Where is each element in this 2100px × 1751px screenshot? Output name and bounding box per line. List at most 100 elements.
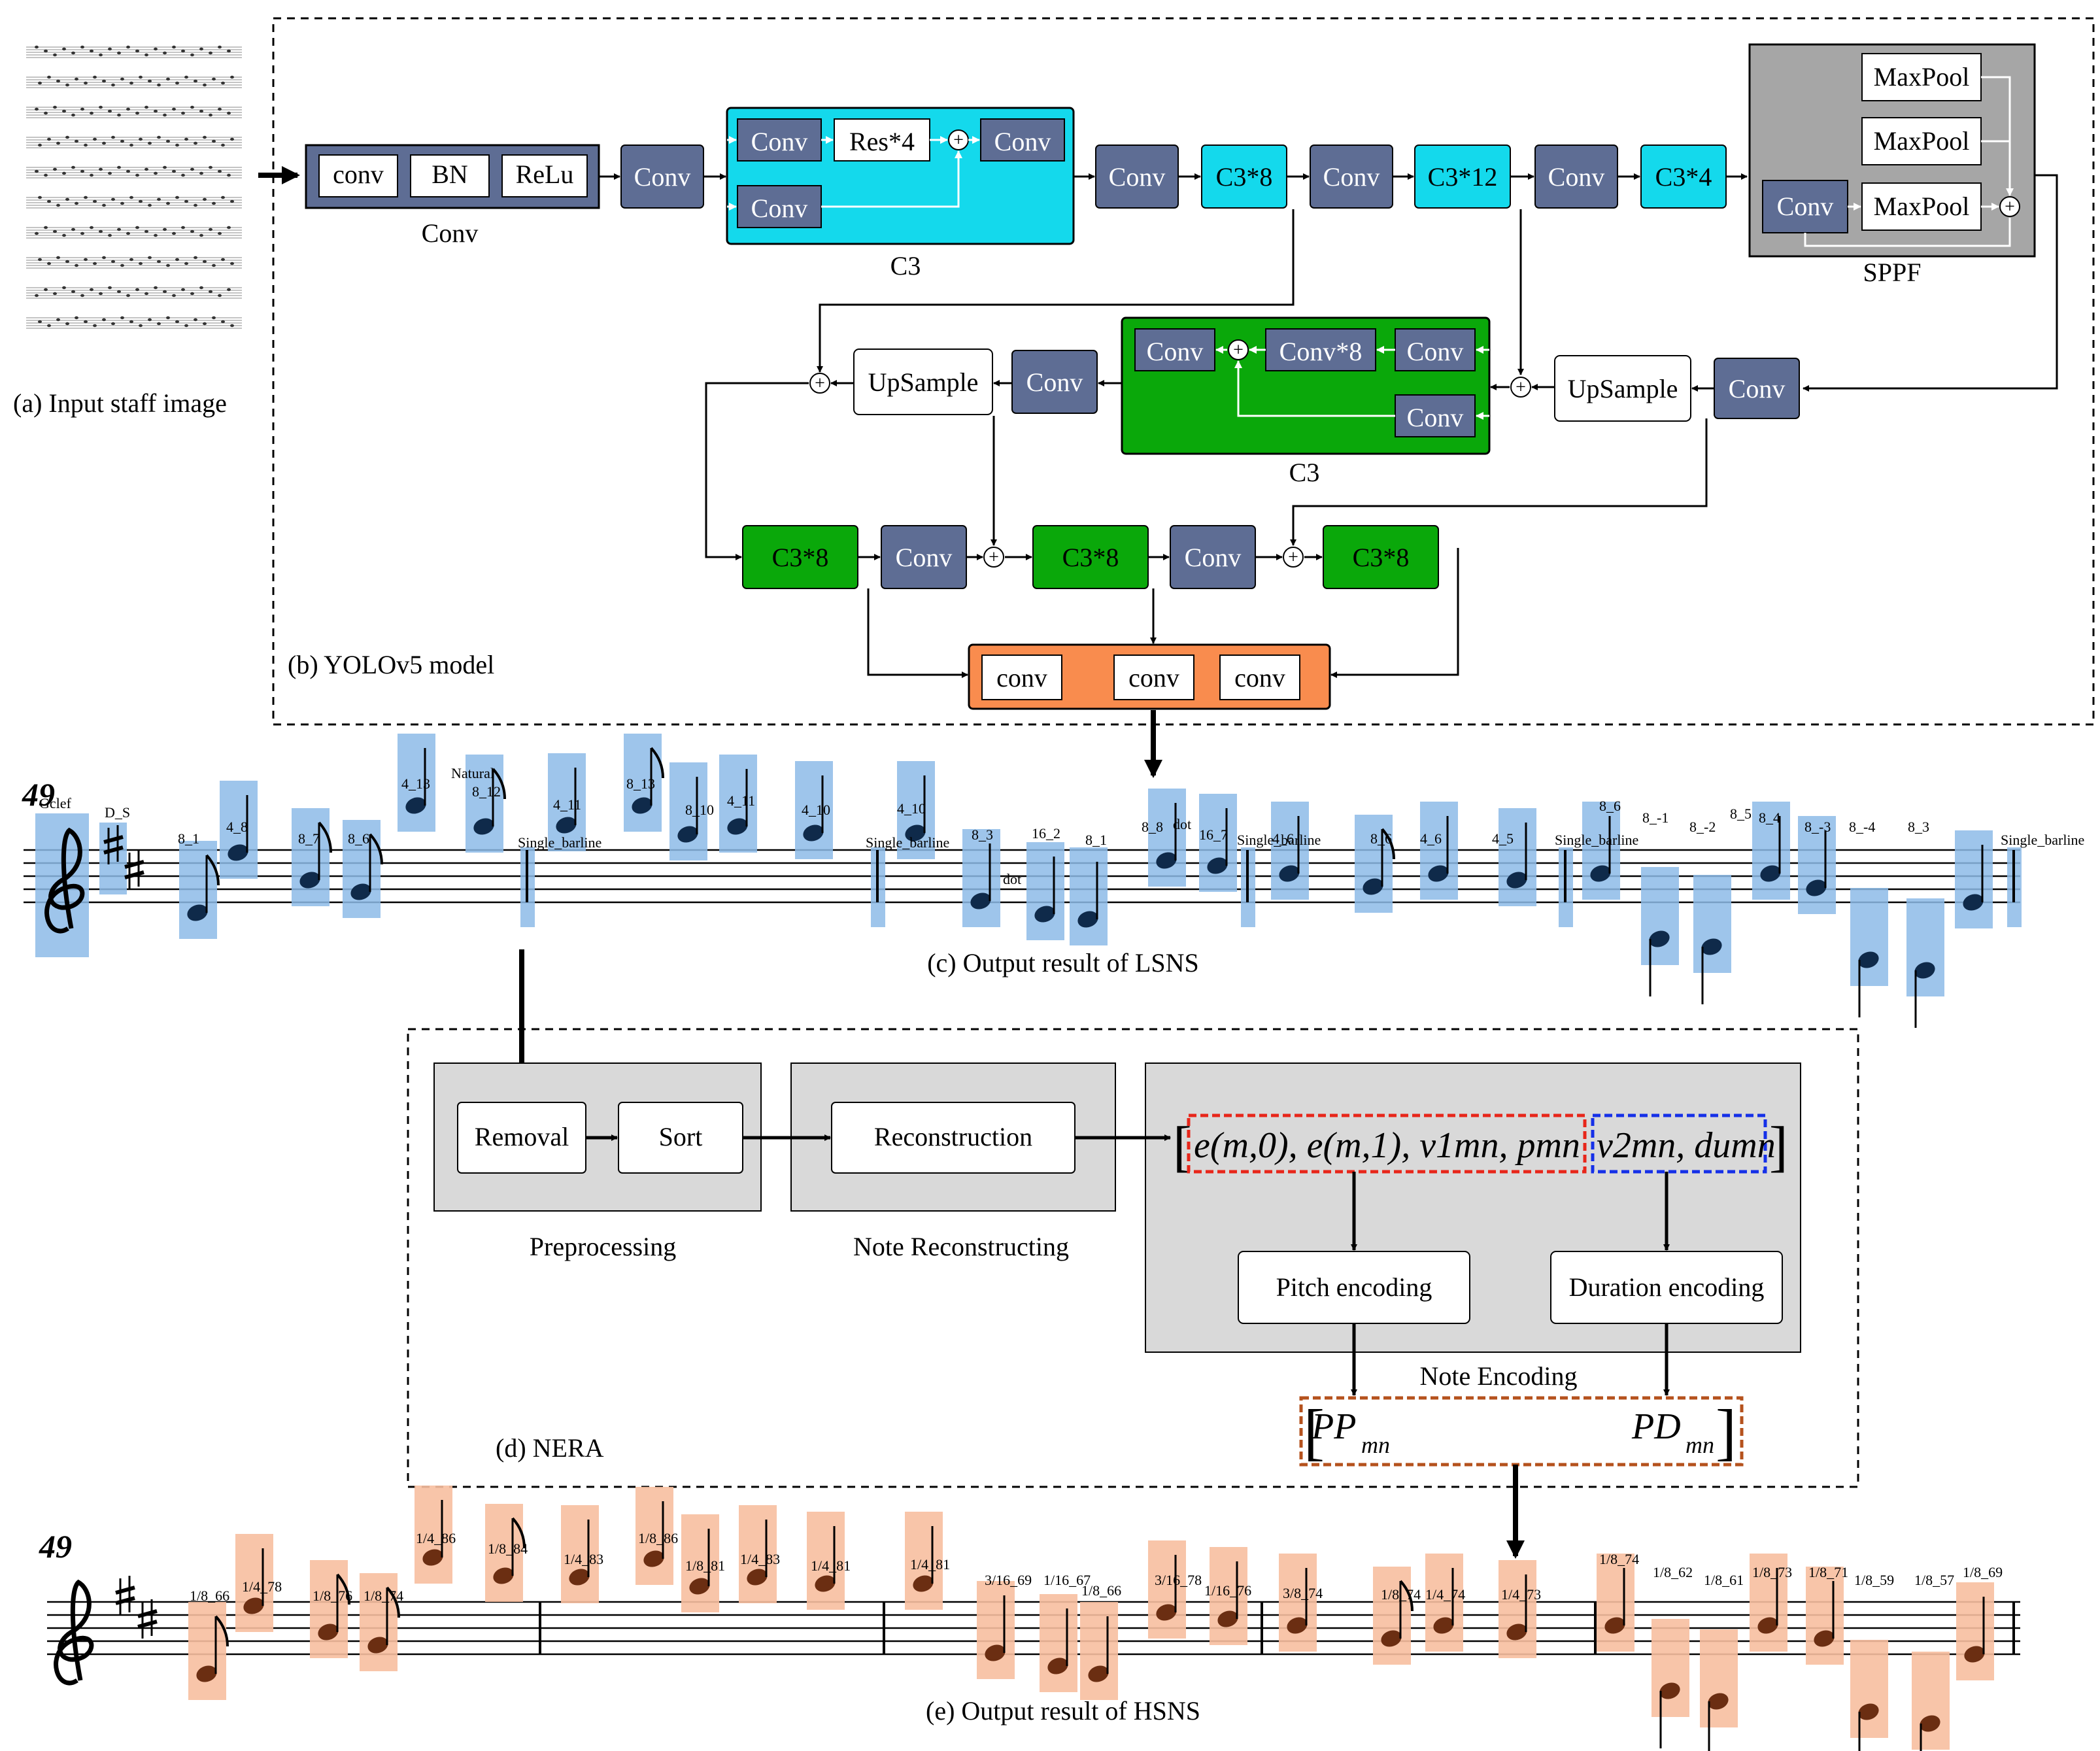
thumbnail-note [227, 173, 231, 177]
hsns-flag [386, 1586, 400, 1618]
thumbnail-note [212, 201, 216, 205]
lsns-label: 4_6 [1272, 830, 1294, 847]
thumbnail-note [126, 169, 130, 173]
thumbnail-note [102, 141, 106, 145]
hsns-box [1700, 1629, 1738, 1727]
conv-inner-box [318, 154, 398, 197]
thumbnail-note [120, 264, 124, 267]
thumbnail-note [53, 105, 57, 109]
thumbnail-note [148, 141, 152, 145]
lsns-label: 4_5 [1492, 830, 1514, 847]
hsns-box [1912, 1652, 1950, 1750]
lsns-box [220, 781, 258, 879]
head-conv-1 [981, 654, 1062, 700]
thumbnail-note [84, 143, 88, 147]
lsns-notehead [473, 818, 494, 835]
lsns-label: 8_3 [972, 826, 993, 843]
yolo-frame [272, 17, 2095, 726]
pp-symbol: PP [1311, 1406, 1356, 1447]
thumbnail-note [194, 318, 197, 322]
hsns-box [188, 1602, 226, 1700]
lsns-flag [650, 747, 664, 779]
thumbnail-note [111, 322, 115, 326]
thumbnail-note [71, 290, 75, 294]
note-encoding-label: Note Encoding [1419, 1361, 1577, 1391]
hsns-label: 1/8_69 [1963, 1564, 2003, 1580]
lsns-flag [318, 821, 332, 853]
lsns-notehead [1806, 879, 1827, 896]
lsns-label: 4_8 [226, 819, 248, 835]
hsns-notehead [1287, 1617, 1308, 1634]
c3m-conv-a [1134, 328, 1215, 371]
thumbnail-note [157, 197, 161, 201]
thumbnail-note [175, 320, 179, 324]
lsns-label: 8_6 [1599, 798, 1621, 814]
thumbnail-note [90, 173, 93, 177]
duration-vars-formula: v2mn, dumn [1597, 1125, 1776, 1166]
hsns-notehead [1757, 1617, 1778, 1634]
lsns-box [1271, 802, 1309, 900]
conv-label: Conv [634, 162, 691, 192]
c3x8-label: C3*8 [772, 543, 829, 572]
lsns-flag [492, 768, 506, 800]
thumbnail-note [90, 49, 93, 53]
add-symbol: + [1288, 547, 1298, 568]
hsns-label: 1/4_74 [1425, 1586, 1465, 1603]
lsns-label: 4_11 [727, 792, 755, 809]
lsns-box [669, 762, 707, 860]
hsns-notehead [196, 1665, 217, 1682]
thumbnail-note [227, 226, 231, 230]
thumbnail-note [181, 173, 185, 177]
thumbnail-note [203, 322, 207, 326]
hsns-box [485, 1504, 523, 1602]
hsns-notehead [1814, 1630, 1835, 1647]
lsns-label: 4_6 [1420, 830, 1442, 847]
hsns-flag [214, 1615, 229, 1647]
lsns-notehead [803, 824, 824, 842]
hsns-notehead [1920, 1715, 1940, 1732]
thumbnail-note [71, 51, 75, 55]
thumbnail-note [172, 169, 176, 173]
thumbnail-note [44, 111, 48, 115]
hsns-box [1373, 1567, 1411, 1665]
lsns-notehead [727, 818, 748, 835]
thumbnail-note [199, 109, 203, 113]
thumbnail-note [75, 77, 78, 81]
thumbnail-note [38, 320, 42, 324]
c3m-conv-a-label: Conv [1147, 337, 1204, 366]
hsns-label: 1/16_76 [1204, 1582, 1251, 1599]
hsns-notehead [1047, 1658, 1068, 1674]
thumbnail-note [126, 45, 130, 49]
lsns-notehead [1590, 865, 1611, 882]
hsns-box [1279, 1554, 1317, 1652]
thumbnail-note [62, 171, 66, 175]
thumbnail-note [84, 196, 88, 199]
thumbnail-note [111, 260, 115, 264]
sppf-add-symbol: + [2005, 197, 2015, 217]
lsns-label: 4_13 [401, 775, 430, 792]
c3m-conv-c-label: Conv [1407, 403, 1464, 432]
hsns-box [360, 1573, 398, 1671]
lsns-notehead [228, 844, 248, 861]
hsns-label: 1/8_74 [364, 1588, 403, 1604]
thumbnail-note [93, 262, 97, 265]
lsns-box [795, 761, 833, 859]
thumbnail-note [230, 75, 234, 79]
thumbnail-note [35, 231, 39, 235]
sppf-add-node [1999, 196, 2020, 217]
c3m-add-symbol: + [1233, 340, 1244, 360]
lsns-label: 8_1 [178, 830, 199, 847]
thumbnail-note [65, 135, 69, 139]
lsns-notehead [350, 883, 371, 900]
hsns-notehead [318, 1624, 339, 1640]
thumbnail-note [230, 137, 234, 141]
head-conv-2 [1113, 654, 1194, 700]
thumbnail-note [144, 53, 148, 57]
hsns-notehead [985, 1644, 1006, 1661]
caption-e: (e) Output result of HSNS [926, 1696, 1200, 1726]
thumbnail-note [230, 324, 234, 328]
thumbnail-note [163, 290, 167, 294]
thumbnail-note [212, 77, 216, 81]
caption-a: (a) Input staff image [13, 388, 227, 418]
